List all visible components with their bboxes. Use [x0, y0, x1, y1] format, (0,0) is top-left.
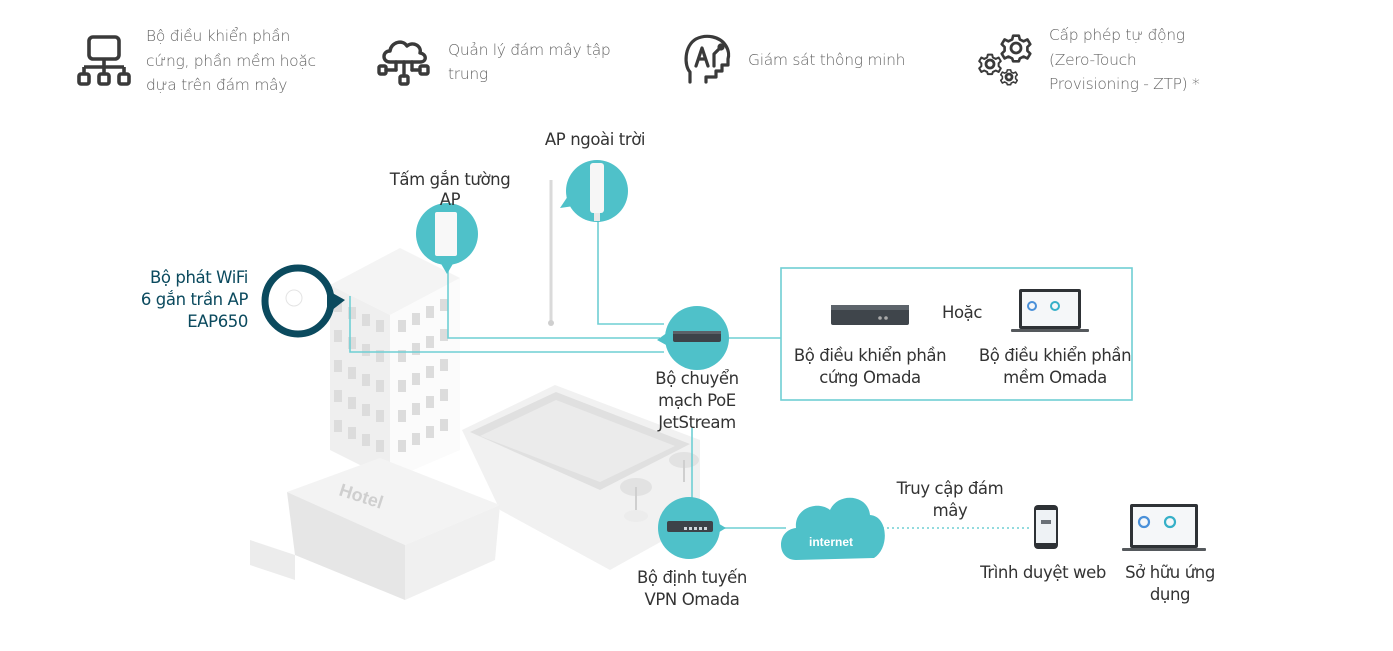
vpn-router-bubble [658, 497, 726, 559]
internet-label: internet [809, 535, 853, 549]
outdoor-ap-label: AP ngoài trời [530, 129, 660, 151]
label-line: Bộ điều khiển phần [978, 346, 1132, 365]
hardware-controller-device [831, 305, 909, 325]
label-line: Bộ điều khiển phần [793, 346, 947, 365]
hardware-controller-label: Bộ điều khiển phần cứng Omada [785, 345, 955, 389]
controller-options-box [780, 267, 1133, 401]
web-browser-label: Trình duyệt web [972, 562, 1114, 584]
label-line: Trình duyệt web [980, 563, 1106, 582]
feature-line: Bộ điều khiển phần [146, 27, 290, 45]
label-line: mạch PoE [658, 391, 736, 410]
label-line: Sở hữu ứng [1125, 563, 1215, 582]
connection-lines [349, 220, 1030, 529]
label-line: mềm Omada [1003, 368, 1107, 387]
feature-line: Giám sát thông minh [748, 50, 906, 69]
ceiling-ap-bubble [261, 264, 345, 338]
feature-cloud-management: Quản lý đám mây tập trung [376, 34, 611, 90]
or-label: Hoặc [941, 303, 983, 322]
label-line: Tấm gắn tường [389, 170, 511, 189]
smartphone-icon [1034, 505, 1058, 549]
feature-hardware-software-cloud: Bộ điều khiển phần cứng, phần mềm hoặc d… [76, 24, 316, 98]
label-line: AP [439, 190, 461, 209]
ceiling-ap-label: Bộ phát WiFi 6 gắn trần AP EAP650 [118, 267, 249, 333]
feature-line: dựa trên đám mây [146, 76, 288, 94]
feature-zero-touch-provisioning: Cấp phép tự động (Zero-Touch Provisionin… [976, 23, 1200, 97]
poe-switch-bubble [657, 306, 729, 370]
network-hierarchy-icon [77, 34, 131, 86]
feature-line: cứng, phần mềm hoặc [146, 51, 316, 70]
gears-icon [978, 34, 1032, 86]
label-line: Bộ định tuyến [637, 568, 747, 587]
feature-line: Quản lý đám mây tập [448, 40, 611, 59]
feature-line: Cấp phép tự động [1049, 26, 1185, 44]
label-line: mây [932, 501, 968, 520]
wall-plate-ap-bubble [416, 203, 478, 274]
app-label: Sở hữu ứng dụng [1115, 562, 1225, 606]
label-line: Bộ phát WiFi [149, 268, 248, 287]
software-controller-laptop [1011, 289, 1089, 332]
wall-plate-ap-label: Tấm gắn tường AP [380, 170, 520, 210]
internet-cloud-icon [781, 497, 885, 560]
label-line: Truy cập đám [896, 479, 1004, 498]
label-line: cứng Omada [819, 368, 921, 387]
vpn-router-label: Bộ định tuyến VPN Omada [622, 567, 762, 611]
ai-head-icon [684, 34, 731, 84]
feature-line: trung [448, 65, 488, 83]
app-laptop-icon [1122, 504, 1206, 551]
feature-text: Cấp phép tự động (Zero-Touch Provisionin… [1049, 23, 1200, 97]
umbrella-icon [620, 452, 699, 522]
pool-area [462, 385, 700, 570]
label-line: JetStream [658, 413, 736, 432]
feature-smart-monitoring: Giám sát thông minh [682, 32, 906, 88]
feature-line: Provisioning - ZTP) * [1049, 75, 1200, 93]
label-line: Bộ chuyển [655, 369, 739, 388]
feature-line: (Zero-Touch [1049, 50, 1137, 69]
cloud-access-label: Truy cập đám mây [885, 478, 1015, 522]
feature-text: Quản lý đám mây tập trung [448, 38, 611, 87]
label-line: AP ngoài trời [544, 130, 646, 149]
software-controller-label: Bộ điều khiển phần mềm Omada [970, 345, 1140, 389]
label-line: VPN Omada [644, 590, 740, 609]
feature-text: Bộ điều khiển phần cứng, phần mềm hoặc d… [146, 24, 316, 98]
outdoor-ap-bubble [560, 160, 628, 222]
label-line: EAP650 [187, 312, 248, 331]
feature-text: Giám sát thông minh [748, 48, 906, 73]
poe-switch-label: Bộ chuyển mạch PoE JetStream [637, 368, 757, 434]
cloud-network-icon [377, 40, 430, 86]
label-line: 6 gắn trần AP [140, 290, 249, 309]
hotel-building [250, 248, 500, 600]
label-line: dụng [1149, 585, 1191, 604]
